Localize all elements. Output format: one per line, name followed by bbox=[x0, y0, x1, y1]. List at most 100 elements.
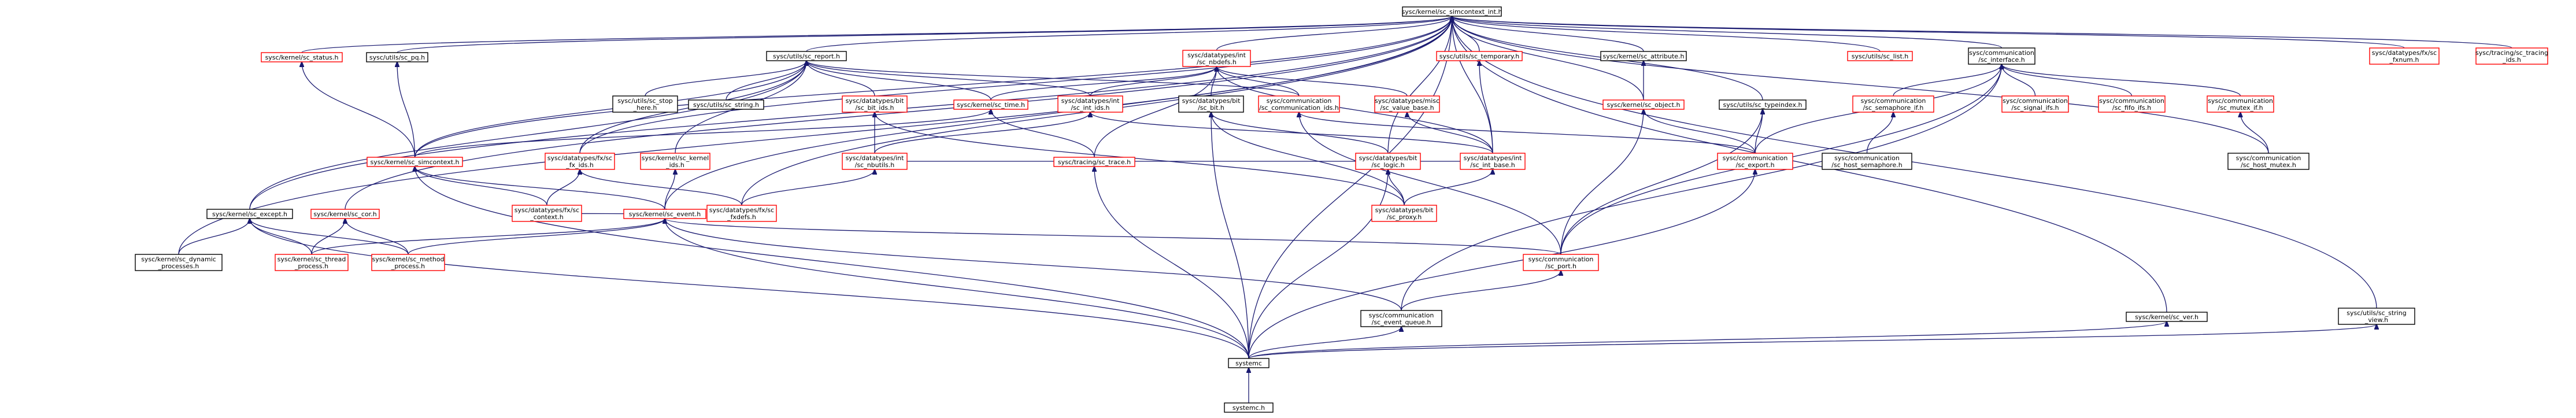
node-sc_fifo_ifs[interactable]: sysc/communication/sc_fifo_ifs.h bbox=[2098, 95, 2166, 113]
edge-sc_nbutils-to-sc_int_ids bbox=[874, 112, 1090, 154]
node-box-sc_nbdefs bbox=[1182, 50, 1251, 67]
node-label-sc_bit-1: /sc_bit.h bbox=[1198, 104, 1224, 112]
node-label-sc_fxnum-0: sysc/datatypes/fx/sc bbox=[2372, 49, 2437, 57]
node-systemc_h[interactable]: systemc.h bbox=[1224, 402, 1274, 413]
node-label-sc_port-1: /sc_port.h bbox=[1545, 262, 1576, 270]
node-label-sc_string_view-1: _view.h bbox=[2364, 316, 2388, 324]
node-sc_interface[interactable]: sysc/communication/sc_interface.h bbox=[1968, 47, 2035, 65]
node-sc_time[interactable]: sysc/kernel/sc_time.h bbox=[953, 99, 1028, 110]
node-sc_object[interactable]: sysc/kernel/sc_object.h bbox=[1602, 99, 1685, 110]
node-sc_nbutils[interactable]: sysc/datatypes/int/sc_nbutils.h bbox=[842, 153, 908, 170]
node-sc_nbdefs[interactable]: sysc/datatypes/int/sc_nbdefs.h bbox=[1182, 50, 1251, 67]
node-label-sc_int_base-0: sysc/datatypes/int bbox=[1464, 154, 1523, 162]
node-sc_tracing_ids[interactable]: sysc/tracing/sc_tracing_ids.h bbox=[2475, 47, 2548, 65]
node-sc_semaphore_if[interactable]: sysc/communication/sc_semaphore_if.h bbox=[1852, 95, 1934, 113]
node-sc_bit[interactable]: sysc/datatypes/bit/sc_bit.h bbox=[1178, 95, 1244, 113]
edge-systemc-to-sc_simcontext_int bbox=[1248, 16, 1452, 359]
file-nodes: sysc/kernel/sc_simcontext_int.h sysc/kern… bbox=[135, 6, 2548, 413]
node-sc_proxy[interactable]: sysc/datatypes/bit/sc_proxy.h bbox=[1371, 205, 1437, 222]
node-sc_dynamic_processes[interactable]: sysc/kernel/sc_dynamic_processes.h bbox=[135, 254, 223, 271]
node-sc_event[interactable]: sysc/kernel/sc_event.h bbox=[623, 209, 706, 219]
node-sc_event_queue[interactable]: sysc/communication/sc_event_queue.h bbox=[1360, 310, 1442, 327]
node-sc_fx_ids[interactable]: sysc/datatypes/fx/sc_fx_ids.h bbox=[545, 153, 615, 170]
node-label-sc_typeindex-0: sysc/utils/sc_typeindex.h bbox=[1723, 101, 1803, 109]
edge-sc_communication_ids-to-sc_report bbox=[806, 61, 1300, 97]
node-sc_except[interactable]: sysc/kernel/sc_except.h bbox=[206, 209, 293, 219]
node-sc_stop_here[interactable]: sysc/utils/sc_stop_here.h bbox=[612, 95, 678, 113]
node-sc_thread_process[interactable]: sysc/kernel/sc_thread_process.h bbox=[275, 254, 349, 271]
edge-sc_int_base-to-sc_simcontext_int bbox=[1452, 16, 1493, 154]
node-label-sc_except-0: sysc/kernel/sc_except.h bbox=[212, 210, 287, 218]
edge-sc_trace-to-sc_nbdefs bbox=[1094, 66, 1217, 158]
edge-sc_trace-to-sc_time bbox=[991, 109, 1095, 158]
edge-sc_fxdefs-to-sc_fx_ids bbox=[580, 169, 742, 206]
node-sc_method_process[interactable]: sysc/kernel/sc_method_process.h bbox=[371, 254, 445, 271]
node-label-sc_temporary-0: sysc/utils/sc_temporary.h bbox=[1439, 53, 1520, 60]
edge-systemc-to-sc_export bbox=[1248, 169, 1755, 359]
node-sc_list[interactable]: sysc/utils/sc_list.h bbox=[1847, 51, 1913, 61]
node-sc_value_base[interactable]: sysc/datatypes/misc/sc_value_base.h bbox=[1374, 95, 1440, 113]
edge-sc_report-to-sc_simcontext_int bbox=[806, 16, 1452, 52]
node-box-sc_stop_here bbox=[612, 95, 678, 113]
node-label-sc_tracing_ids-1: _ids.h bbox=[2502, 56, 2521, 64]
node-label-sc_int_ids-1: /sc_int_ids.h bbox=[1071, 104, 1109, 112]
node-label-sc_method_process-0: sysc/kernel/sc_method bbox=[372, 256, 444, 263]
node-sc_string_view[interactable]: sysc/utils/sc_string_view.h bbox=[2338, 308, 2415, 325]
node-label-sc_host_semaphore-1: /sc_host_semaphore.h bbox=[1831, 161, 1902, 169]
edge-sc_method_process-to-sc_except bbox=[250, 219, 409, 255]
node-sc_typeindex[interactable]: sysc/utils/sc_typeindex.h bbox=[1719, 99, 1807, 110]
node-label-sc_value_base-1: /sc_value_base.h bbox=[1380, 104, 1434, 112]
node-box-sc_communication_ids bbox=[1258, 95, 1340, 113]
edge-sc_simcontext-to-sc_status bbox=[302, 62, 416, 158]
edge-systemc-to-sc_simcontext bbox=[415, 167, 1249, 359]
edge-sc_pq-to-sc_simcontext_int bbox=[397, 16, 1452, 53]
node-sc_host_mutex[interactable]: sysc/communication/sc_host_mutex.h bbox=[2227, 153, 2309, 170]
edge-sc_fifo_ifs-to-sc_interface bbox=[2002, 64, 2133, 97]
node-sc_kernel_ids[interactable]: sysc/kernel/sc_kernel_ids.h bbox=[640, 153, 710, 170]
node-box-sc_fxnum bbox=[2369, 47, 2440, 65]
node-sc_host_semaphore[interactable]: sysc/communication/sc_host_semaphore.h bbox=[1822, 153, 1912, 170]
edge-sc_tracing_ids-to-sc_simcontext_int bbox=[1452, 16, 2512, 49]
node-sc_export[interactable]: sysc/communication/sc_export.h bbox=[1717, 153, 1793, 170]
node-sc_attribute[interactable]: sysc/kernel/sc_attribute.h bbox=[1600, 51, 1687, 61]
node-box-systemc bbox=[1228, 358, 1270, 368]
node-sc_context[interactable]: sysc/datatypes/fx/sc_context.h bbox=[512, 205, 582, 222]
node-sc_report[interactable]: sysc/utils/sc_report.h bbox=[766, 51, 847, 61]
node-sc_temporary[interactable]: sysc/utils/sc_temporary.h bbox=[1436, 51, 1523, 61]
node-sc_ver[interactable]: sysc/kernel/sc_ver.h bbox=[2126, 312, 2208, 322]
edge-sc_method_process-to-sc_cor bbox=[345, 219, 409, 255]
node-sc_pq[interactable]: sysc/utils/sc_pq.h bbox=[366, 52, 428, 62]
node-systemc[interactable]: systemc bbox=[1228, 358, 1270, 368]
edge-systemc-to-sc_string_view bbox=[1248, 324, 2377, 359]
edge-sc_export-to-sc_communication_ids bbox=[1299, 112, 1756, 154]
node-sc_mutex_if[interactable]: sysc/communication/sc_mutex_if.h bbox=[2207, 95, 2274, 113]
node-sc_signal_ifs[interactable]: sysc/communication/sc_signal_ifs.h bbox=[2001, 95, 2069, 113]
node-sc_fxdefs[interactable]: sysc/datatypes/fx/sc_fxdefs.h bbox=[706, 205, 777, 222]
edge-sc_host_mutex-to-sc_mutex_if bbox=[2241, 112, 2269, 154]
node-sc_int_base[interactable]: sysc/datatypes/int/sc_int_base.h bbox=[1460, 153, 1526, 170]
edge-sc_event_queue-to-sc_event bbox=[665, 219, 1402, 311]
node-sc_int_ids[interactable]: sysc/datatypes/int/sc_int_ids.h bbox=[1057, 95, 1123, 113]
node-sc_logic[interactable]: sysc/datatypes/bit/sc_logic.h bbox=[1355, 153, 1421, 170]
node-label-sc_mutex_if-0: sysc/communication bbox=[2208, 97, 2273, 105]
edge-sc_attribute-to-sc_simcontext_int bbox=[1452, 16, 1644, 52]
node-label-sc_report-0: sysc/utils/sc_report.h bbox=[773, 53, 840, 60]
node-sc_bit_ids[interactable]: sysc/datatypes/bit/sc_bit_ids.h bbox=[842, 95, 908, 113]
node-sc_cor[interactable]: sysc/kernel/sc_cor.h bbox=[310, 209, 380, 219]
node-sc_string[interactable]: sysc/utils/sc_string.h bbox=[688, 99, 764, 110]
node-sc_communication_ids[interactable]: sysc/communication/sc_communication_ids.… bbox=[1258, 95, 1340, 113]
node-sc_simcontext_int[interactable]: sysc/kernel/sc_simcontext_int.h bbox=[1402, 6, 1502, 17]
node-sc_port[interactable]: sysc/communication/sc_port.h bbox=[1523, 254, 1599, 271]
node-sc_simcontext[interactable]: sysc/kernel/sc_simcontext.h bbox=[367, 157, 463, 167]
node-label-sc_object-0: sysc/kernel/sc_object.h bbox=[1607, 101, 1681, 109]
node-sc_trace[interactable]: sysc/tracing/sc_trace.h bbox=[1053, 157, 1135, 167]
node-sc_status[interactable]: sysc/kernel/sc_status.h bbox=[261, 52, 343, 62]
node-label-sc_dynamic_processes-1: _processes.h bbox=[158, 262, 199, 270]
node-label-sc_bit-0: sysc/datatypes/bit bbox=[1182, 97, 1241, 105]
edge-sc_int_base-to-sc_temporary bbox=[1479, 61, 1493, 154]
node-box-sc_typeindex bbox=[1719, 99, 1807, 110]
node-label-sc_nbdefs-1: /sc_nbdefs.h bbox=[1197, 58, 1237, 66]
node-box-sc_port bbox=[1523, 254, 1599, 271]
node-box-sc_string_view bbox=[2338, 308, 2415, 325]
node-sc_fxnum[interactable]: sysc/datatypes/fx/sc_fxnum.h bbox=[2369, 47, 2440, 65]
